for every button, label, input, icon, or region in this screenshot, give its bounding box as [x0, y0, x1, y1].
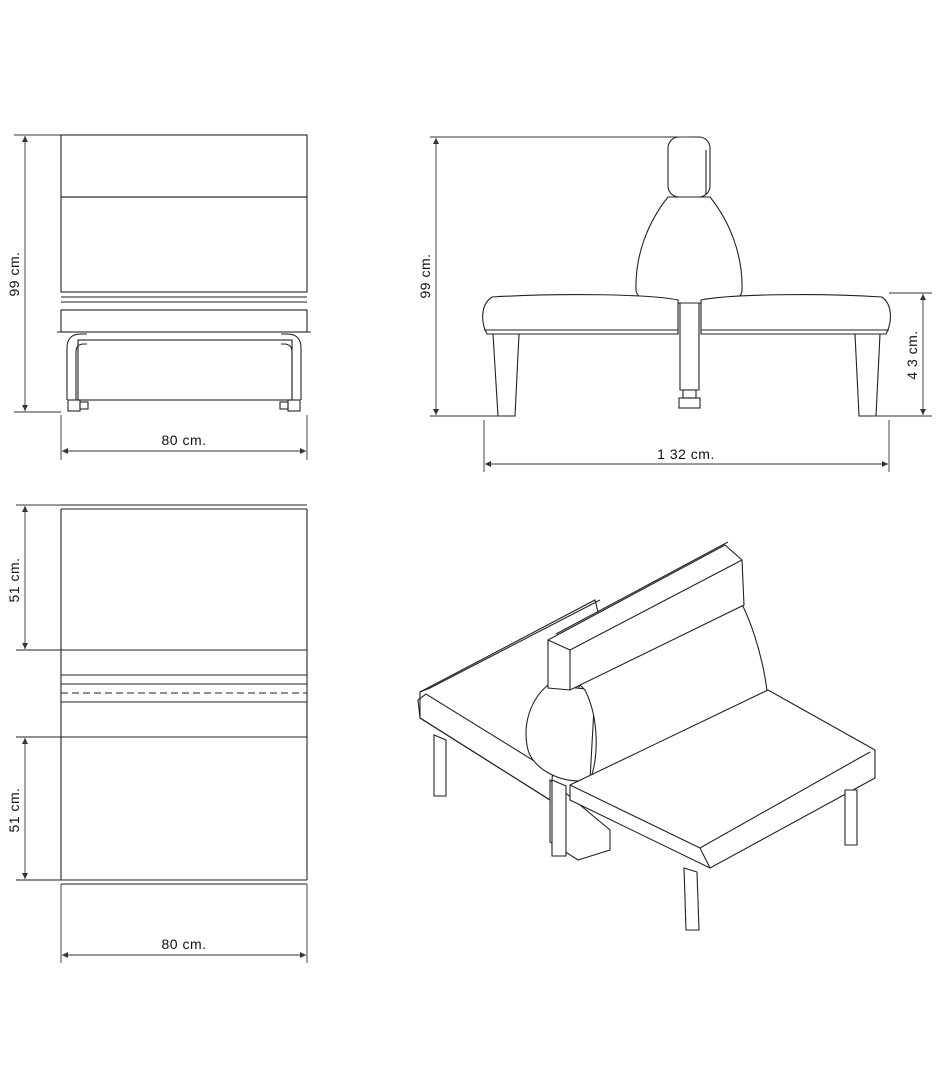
front-height-dimension: 99 cm. [6, 134, 61, 413]
top-view [16, 504, 308, 885]
top-depth-lower-label: 51 cm. [6, 787, 22, 832]
front-width-dimension: 80 cm. [60, 415, 308, 460]
top-depth-upper-label: 51 cm. [6, 557, 22, 602]
top-width-label: 80 cm. [161, 936, 206, 952]
side-width-dimension: 1 32 cm. [483, 420, 890, 472]
side-view [482, 136, 891, 417]
front-width-label: 80 cm. [161, 432, 206, 448]
top-depth-upper-dimension: 51 cm. [6, 504, 61, 649]
side-width-label: 1 32 cm. [657, 446, 715, 462]
side-seat-height-dimension: 4 3 cm. [876, 292, 932, 417]
isometric-view [417, 541, 876, 931]
side-height-label: 99 cm. [417, 253, 433, 298]
front-view [57, 134, 311, 412]
top-width-dimension: 80 cm. [60, 884, 308, 963]
top-depth-lower-dimension: 51 cm. [6, 738, 28, 879]
side-seat-height-label: 4 3 cm. [904, 330, 920, 379]
side-height-dimension: 99 cm. [417, 136, 690, 417]
front-height-label: 99 cm. [6, 251, 22, 296]
